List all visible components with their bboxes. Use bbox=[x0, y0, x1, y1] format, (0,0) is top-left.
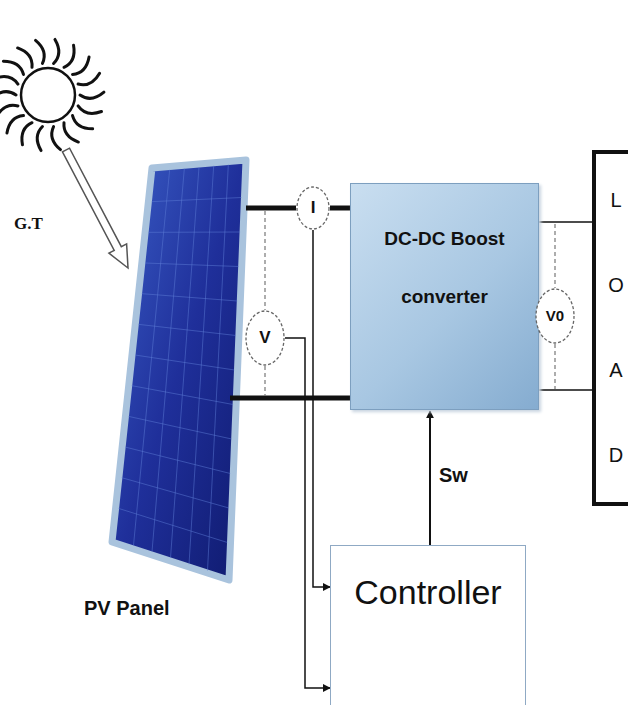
signal-line bbox=[285, 338, 330, 688]
probe-lead bbox=[264, 366, 265, 396]
sun-ray bbox=[37, 127, 42, 151]
sun-ray bbox=[80, 92, 104, 98]
voltage-sensor: V bbox=[245, 310, 285, 366]
pv-wire-negative bbox=[230, 396, 350, 401]
sun-ray bbox=[22, 123, 32, 145]
signal-line bbox=[539, 221, 592, 223]
current-sensor: I bbox=[296, 186, 330, 230]
sun-ray bbox=[7, 116, 24, 134]
sun-ray bbox=[78, 73, 100, 85]
sun-ray bbox=[64, 45, 74, 67]
sun-ray bbox=[64, 123, 78, 142]
sun-symbol bbox=[0, 39, 104, 150]
probe-lead bbox=[264, 211, 265, 310]
sun-ray bbox=[0, 77, 18, 84]
node-text: I bbox=[311, 198, 316, 218]
signal-line bbox=[429, 411, 431, 545]
controller-box: Controller bbox=[330, 545, 526, 705]
sun-rays bbox=[0, 39, 104, 150]
sun-ray bbox=[52, 127, 61, 150]
sun-ray bbox=[36, 40, 45, 63]
probe-lead bbox=[554, 344, 555, 389]
converter-box: DC-DC Boost converter bbox=[350, 183, 539, 410]
sun-ray bbox=[73, 116, 93, 129]
sun-ray bbox=[78, 106, 101, 113]
pv-panel bbox=[112, 160, 246, 580]
signal-line bbox=[313, 230, 330, 587]
node-text: LOAD bbox=[606, 158, 626, 498]
irradiance-temperature-label: G.T bbox=[14, 214, 43, 234]
sun-ray bbox=[54, 39, 59, 63]
irradiance-arrow bbox=[62, 148, 128, 268]
sun-disc bbox=[21, 68, 75, 122]
node-text: V bbox=[259, 328, 270, 348]
node-text: Controller bbox=[354, 572, 501, 613]
sun-ray bbox=[0, 105, 18, 117]
node-text: V0 bbox=[546, 307, 564, 325]
panel-cells bbox=[118, 164, 241, 570]
sun-ray bbox=[0, 92, 16, 98]
pv-wire-positive bbox=[246, 206, 296, 211]
power-wire bbox=[330, 206, 350, 211]
output-voltage-sensor: V0 bbox=[535, 288, 575, 344]
sun-ray bbox=[73, 57, 90, 75]
panel-label: PV Panel bbox=[84, 597, 170, 620]
sun-ray bbox=[18, 48, 32, 67]
sun-ray bbox=[3, 61, 23, 74]
probe-lead bbox=[554, 224, 555, 288]
node-text: DC-DC Boost converter bbox=[351, 210, 538, 326]
switch-signal-label: Sw bbox=[439, 464, 468, 487]
load-box: LOAD bbox=[592, 150, 628, 506]
